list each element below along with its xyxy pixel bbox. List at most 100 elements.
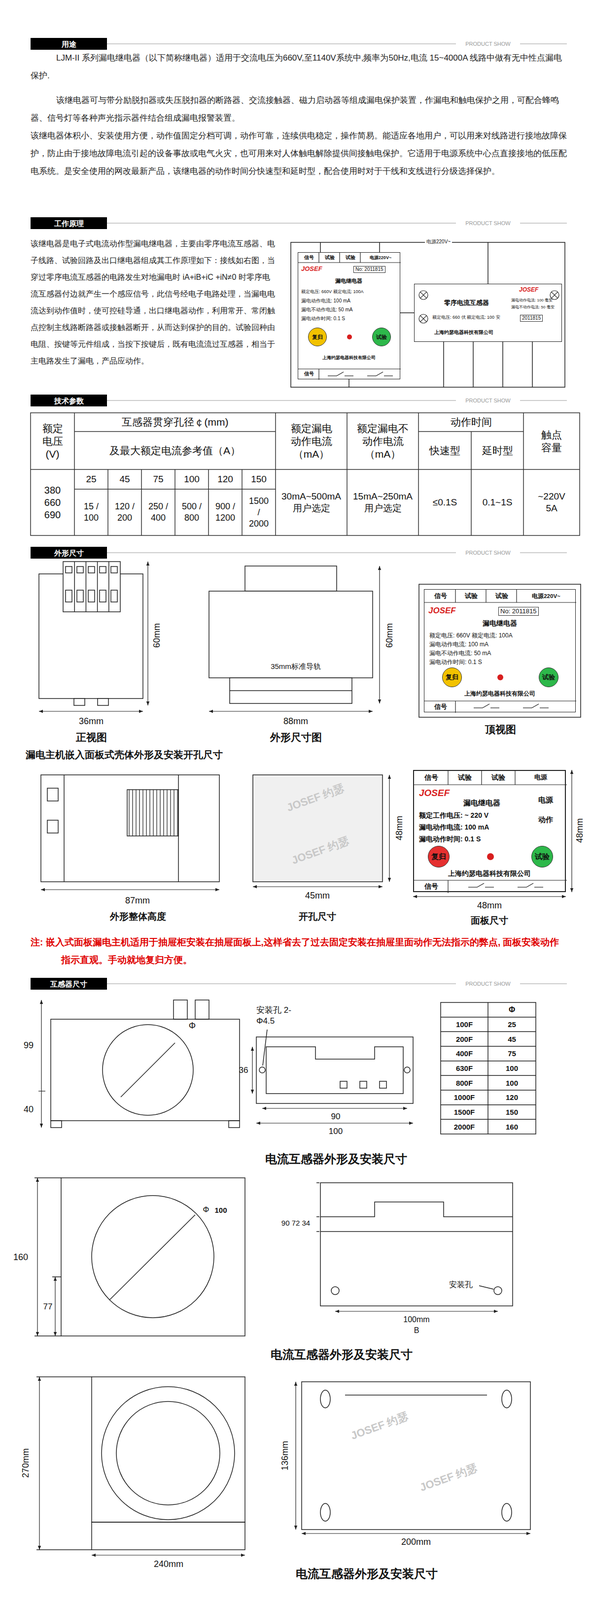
- panel-text: 漏电动作时间: 0.1 S: [429, 659, 483, 666]
- wiring: [290, 242, 565, 388]
- dimension-line: [301, 1533, 531, 1535]
- dimension-label-text: 240mm: [153, 1559, 184, 1571]
- transformer-drawing: [61, 1178, 245, 1337]
- table-cell-text: 延时型: [482, 444, 514, 458]
- table-cell: 0.1~1S: [471, 469, 524, 536]
- dimension-line: [38, 711, 143, 712]
- panel-line: [344, 375, 354, 377]
- dimension-label-text: 100: [214, 1206, 227, 1216]
- lamp-symbol: [418, 290, 428, 300]
- table-cell-text: 1000F: [453, 1093, 476, 1103]
- dimension-label: 48mm: [393, 803, 406, 854]
- transformer-drawing: [34, 1336, 62, 1338]
- panel-line: [367, 375, 377, 377]
- dimension-line: [36, 1178, 38, 1337]
- dimension-label-text: 87mm: [125, 895, 150, 907]
- table-cell-text: 150: [250, 473, 267, 486]
- panel-line: [473, 707, 483, 709]
- dimension-label: 45mm: [287, 890, 348, 903]
- figure-caption-text: 电流互感器外形及安装尺寸: [265, 1152, 408, 1168]
- table-cell: 250 / 400: [141, 489, 175, 536]
- table-cell-text: 120: [505, 1093, 519, 1103]
- panel-text: 漏电不动作电流: 50 mA: [301, 307, 353, 314]
- transformer-drawing: [440, 1061, 536, 1063]
- front-view: [65, 566, 72, 574]
- panel-line: [468, 887, 478, 888]
- dimension-label-text: 45mm: [305, 890, 330, 903]
- section-tab-text: 用途: [61, 39, 77, 49]
- table-cell-text: 额定电压(V): [41, 422, 65, 461]
- table-cell: 互感器贯穿孔径￠(mm): [74, 413, 276, 432]
- table-cell: 30mA~500mA 用户选定: [275, 469, 348, 536]
- indicator-dot: [497, 674, 504, 681]
- table-cell: 快速型: [418, 431, 472, 470]
- dimension-label-text: 60mm: [383, 623, 396, 649]
- view-label-text: 正视图: [75, 731, 107, 745]
- table-cell: 45: [487, 1032, 536, 1047]
- table-cell-text: 400F: [455, 1049, 473, 1059]
- section-tab-text: 工作原理: [54, 218, 84, 229]
- wire-label-text: 电源220V~: [426, 238, 451, 245]
- paragraph-text: LJM-II 系列漏电继电器（以下简称继电器）适用于交流电压为660V,至114…: [30, 49, 567, 85]
- section-watermark: PRODUCT SHOW: [455, 396, 521, 406]
- panel-line: [477, 883, 485, 888]
- transformer-drawing: [320, 1183, 513, 1307]
- table-cell: 120: [487, 1090, 536, 1106]
- symbol-label-text: Φ: [203, 1205, 210, 1216]
- section-watermark-text: PRODUCT SHOW: [465, 549, 511, 557]
- front-view: [65, 590, 72, 603]
- dimension-label-text: 40: [23, 1104, 34, 1116]
- dimension-line: [251, 1047, 253, 1095]
- figure-caption-text: 电流互感器外形及安装尺寸: [270, 1348, 413, 1363]
- panel-text: 漏电继电器: [463, 799, 501, 808]
- knob-side-view: [127, 790, 179, 837]
- table-cell-text: Φ: [508, 1005, 516, 1016]
- dimension-label: 36: [237, 1064, 250, 1077]
- table-cell: 1500 / 2000: [242, 489, 276, 536]
- table-cell: 45: [107, 469, 142, 490]
- table-cell: 25: [74, 469, 108, 490]
- table-cell: 200F: [440, 1032, 488, 1047]
- dimension-label: 40: [19, 1104, 38, 1116]
- panel-text: 漏电动作电流: 100 毫安: [511, 298, 553, 304]
- table-cell: 延时型: [471, 431, 524, 470]
- dimension-label: 99: [19, 1040, 38, 1052]
- panel-text: 额定工作电压: ~ 220 V: [418, 811, 489, 821]
- table-cell-text: 动作时间: [450, 416, 492, 429]
- dimension-label: 100mm: [394, 1314, 439, 1327]
- dimension-label: 60mm: [383, 611, 396, 661]
- table-cell: 100F: [440, 1017, 488, 1033]
- transformer-label: JOSEF零序电流互感器额定电压: 660 伏 额定电流: 100 安漏电动作电…: [414, 283, 562, 343]
- table-cell-text: ≤0.1S: [432, 496, 458, 509]
- table-cell: 1500F: [440, 1105, 488, 1121]
- table-grid: [418, 431, 524, 433]
- table-cell: 100: [487, 1061, 536, 1077]
- transformer-drawing: [440, 1017, 536, 1019]
- front-view: [88, 590, 95, 603]
- part-label-text: 35mm标准导轨: [270, 661, 321, 672]
- table-cell: 额定漏电动作电流（mA）: [275, 413, 348, 470]
- panel-line: [447, 771, 449, 786]
- table-cell: 150: [487, 1105, 536, 1121]
- panel-line: [298, 368, 401, 370]
- transformer-drawing: [440, 1105, 536, 1107]
- panel-line: [522, 707, 532, 709]
- wiring: [531, 342, 533, 388]
- part-label-text: 安装孔: [449, 1280, 473, 1291]
- panel-line: [376, 372, 384, 377]
- panel-text: 漏电动作时间: 0.1 S: [418, 835, 481, 844]
- knob-side-view: [40, 775, 220, 883]
- callout-label: 安装孔 2-Φ4.5: [256, 1005, 296, 1028]
- dimension-label-text: 136mm: [279, 1441, 291, 1472]
- panel-text: 上海约瑟电器科技有限公司: [298, 354, 400, 361]
- transformer-drawing: [34, 1000, 536, 1551]
- front-view: [110, 566, 118, 574]
- table-cell-text: 75: [507, 1049, 517, 1059]
- dimension-label-text: 60mm: [151, 623, 163, 649]
- transformer-drawing: [173, 1000, 188, 1020]
- side-view: [244, 566, 337, 592]
- table-cell: 15 / 100: [74, 489, 108, 536]
- table-cell: 380 660 690: [30, 469, 75, 536]
- dimension-label-text: 160: [13, 1252, 29, 1264]
- table-grid: [208, 469, 209, 536]
